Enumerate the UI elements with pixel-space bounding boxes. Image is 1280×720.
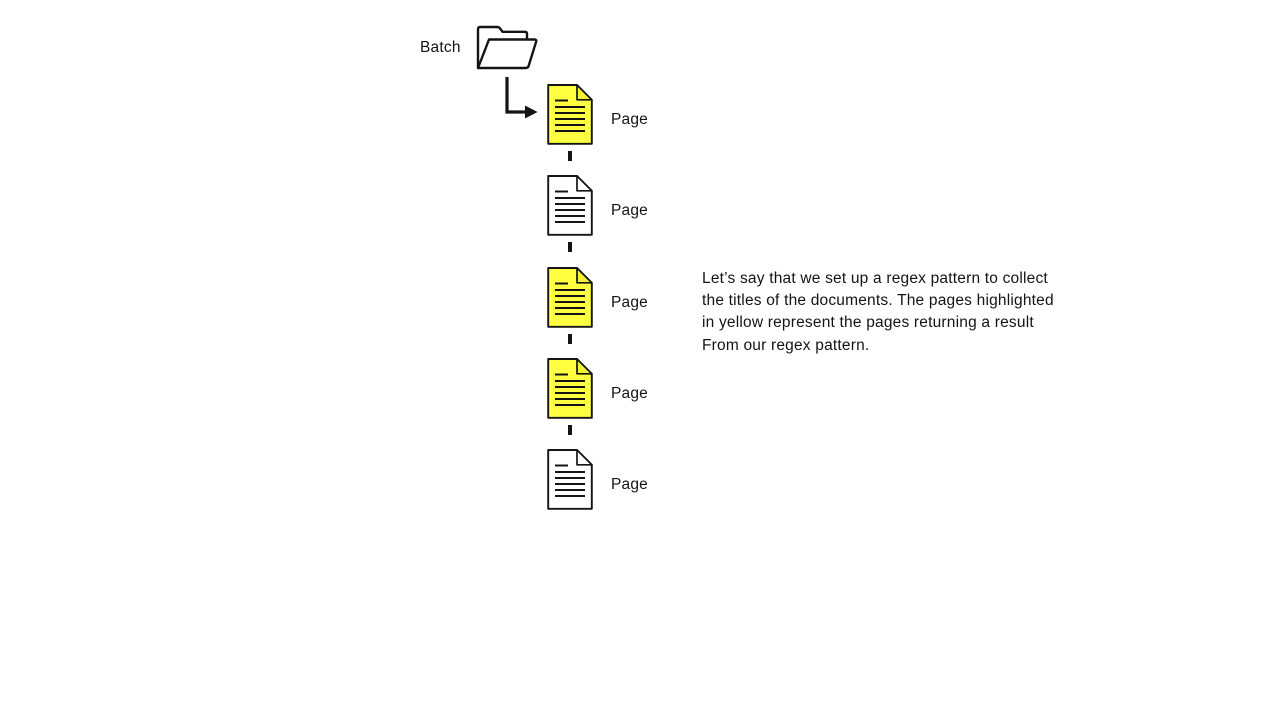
page-label: Page: [611, 294, 648, 311]
batch-label: Batch: [420, 39, 461, 56]
elbow-arrow: [505, 77, 538, 119]
page-label: Page: [611, 476, 648, 493]
page-label: Page: [611, 111, 648, 128]
page-icon: [547, 358, 593, 419]
page-label: Page: [611, 202, 648, 219]
page-row: Page: [547, 84, 667, 145]
folder-icon: [476, 25, 538, 70]
text-lines: [555, 373, 585, 406]
page-icon: [547, 267, 593, 328]
page-row: Page: [547, 358, 667, 419]
text-lines: [555, 282, 585, 315]
page-row: Page: [547, 267, 667, 328]
page-row: Page: [547, 449, 667, 510]
annotation-text: Let’s say that we set up a regex pattern…: [702, 270, 1054, 354]
connector-dash: [568, 334, 572, 344]
page-icon: [547, 175, 593, 236]
page-icon: [547, 449, 593, 510]
text-lines: [555, 190, 585, 223]
text-lines: [555, 99, 585, 132]
connector-dash: [568, 151, 572, 161]
page-label: Page: [611, 385, 648, 402]
connector-dash: [568, 242, 572, 252]
page-row: Page: [547, 175, 667, 236]
text-lines: [555, 464, 585, 497]
connector-dash: [568, 425, 572, 435]
page-icon: [547, 84, 593, 145]
